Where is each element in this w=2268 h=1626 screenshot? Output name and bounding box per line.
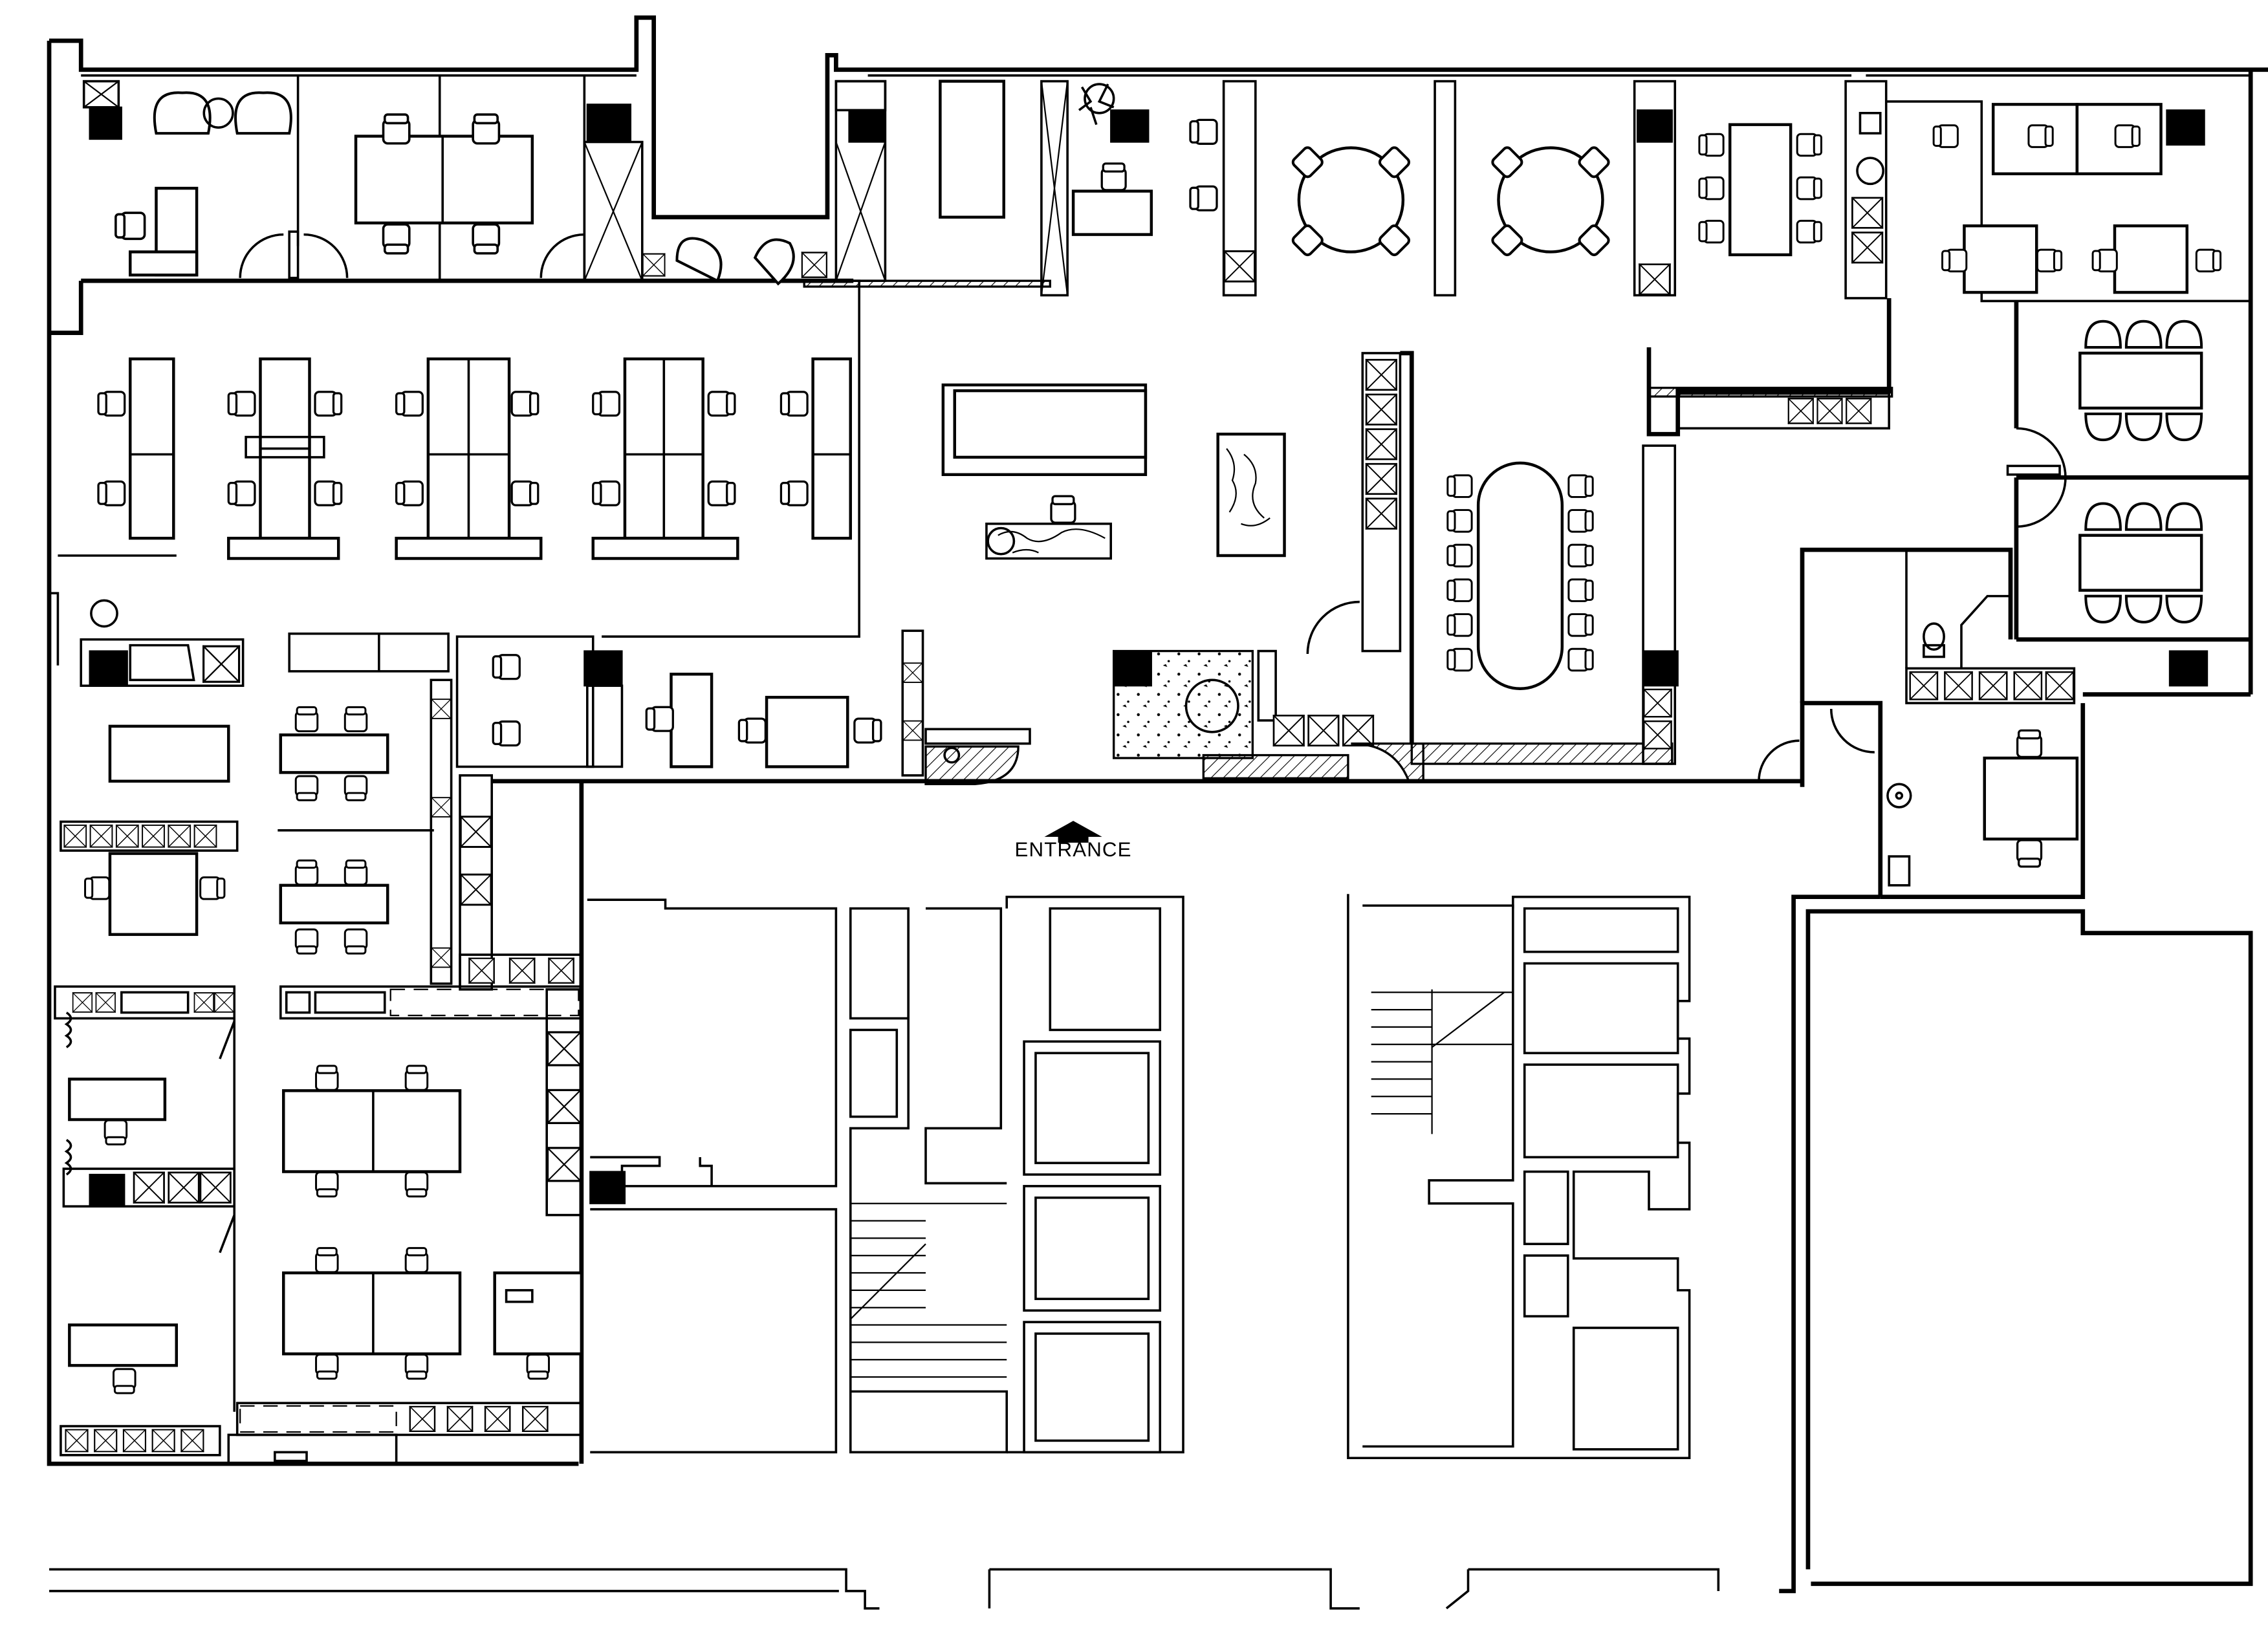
- corridor: ENTRANCE: [492, 779, 1803, 1464]
- reception-area: [941, 352, 1402, 780]
- entrance-arrow-icon: [1044, 821, 1102, 843]
- exterior-walls: [47, 15, 2268, 1610]
- sink-icon: [1886, 783, 1912, 808]
- boardroom: [1351, 298, 1893, 783]
- top-left-offices: [81, 75, 854, 286]
- building-core: [587, 894, 1691, 1460]
- open-workstations: [49, 279, 860, 666]
- top-right-workstations: [1886, 100, 2251, 642]
- service-rooms: [1800, 547, 2086, 900]
- lower-left-rooms: [54, 629, 1031, 1464]
- top-center-rooms: [803, 80, 1888, 299]
- toilet-icon: [1923, 622, 1945, 658]
- plant-icon: [1078, 83, 1115, 125]
- structural-columns: [89, 103, 2208, 1208]
- entrance-label: ENTRANCE: [1015, 838, 1132, 861]
